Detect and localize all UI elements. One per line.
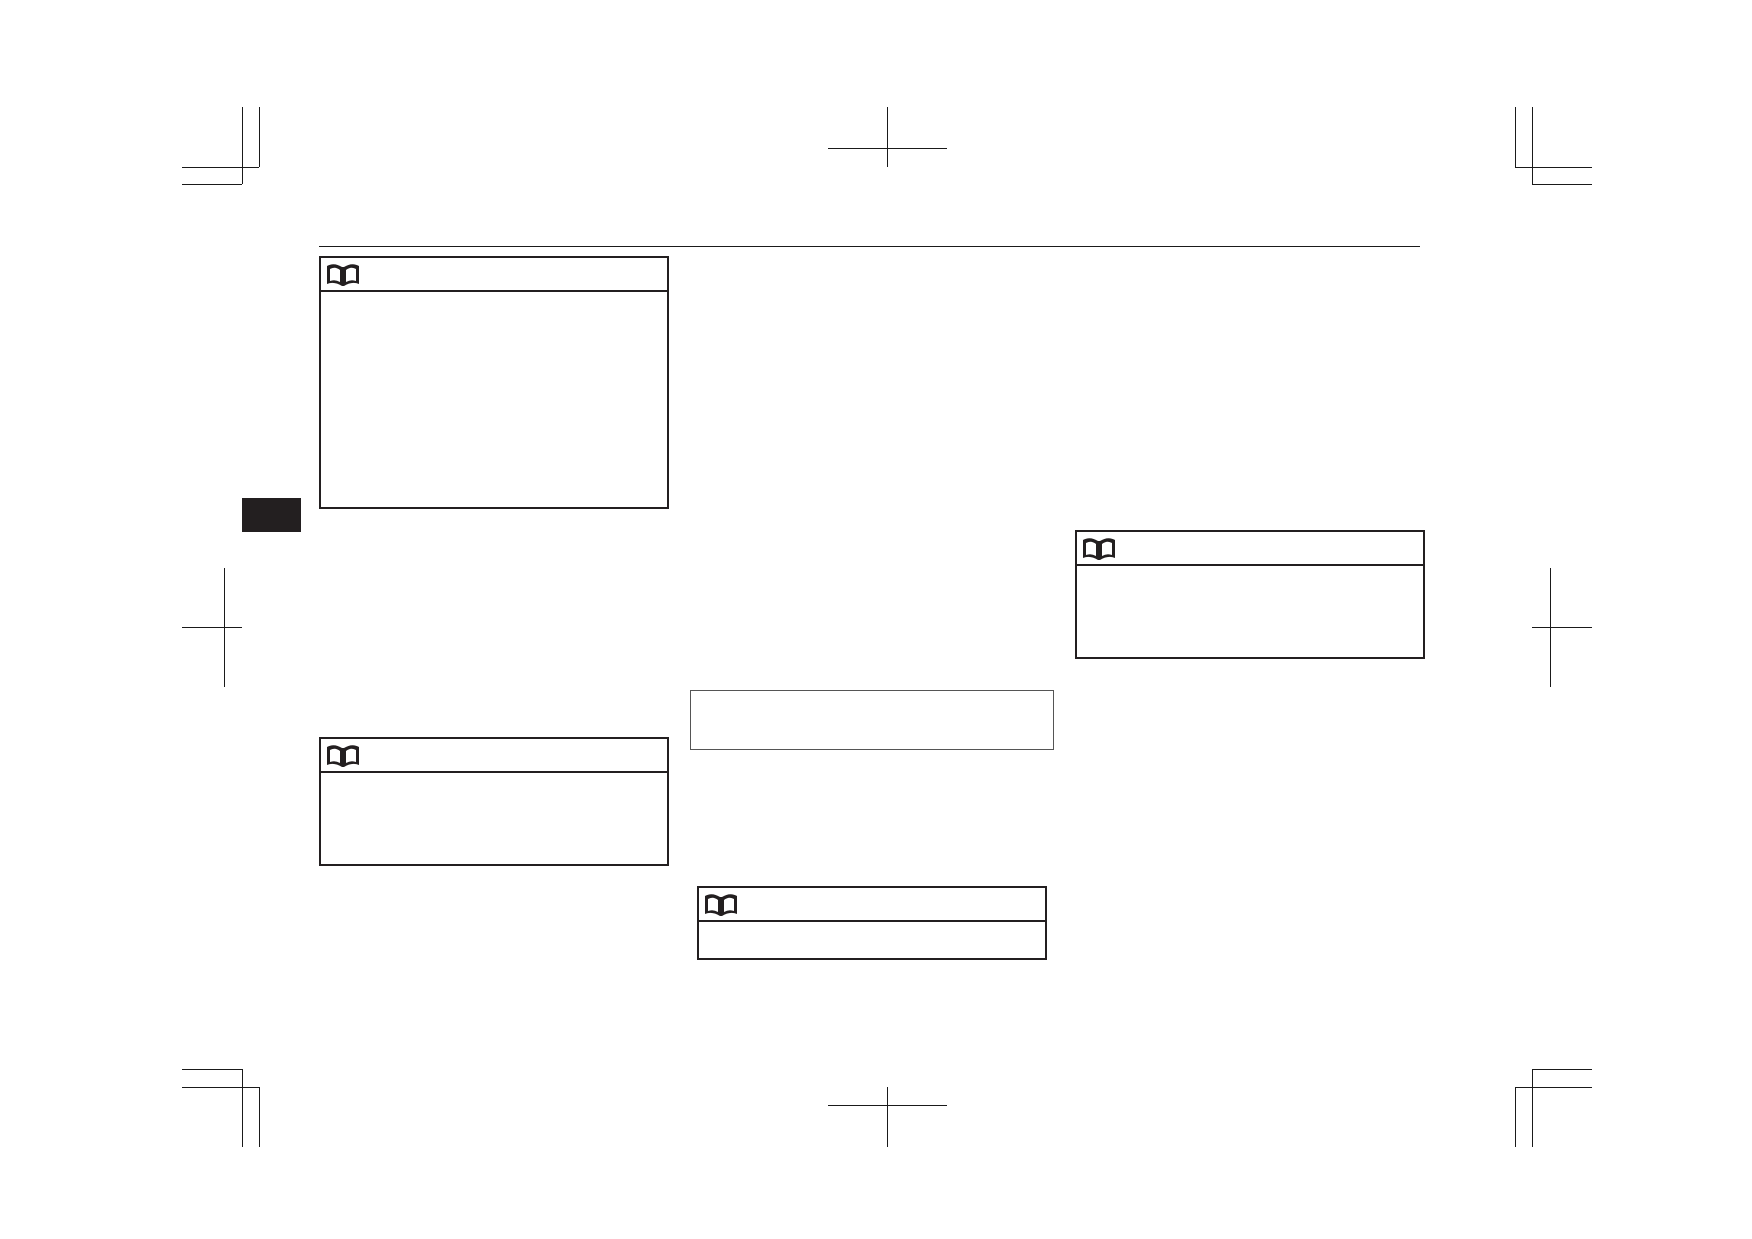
note-box: [1075, 530, 1425, 659]
registration-mark: [828, 1105, 947, 1106]
crop-mark: [1515, 167, 1592, 168]
crop-mark: [1532, 184, 1592, 185]
note-body: [321, 773, 667, 864]
crop-mark: [182, 1087, 259, 1088]
open-book-note-icon: [327, 745, 359, 767]
crop-mark: [242, 1069, 243, 1147]
registration-mark: [887, 107, 888, 167]
registration-mark: [828, 148, 947, 149]
note-box: [319, 256, 669, 509]
registration-mark: [1532, 627, 1592, 628]
crop-mark: [1532, 1069, 1592, 1070]
open-book-note-icon: [327, 264, 359, 286]
note-header: [321, 739, 667, 773]
crop-mark: [182, 184, 242, 185]
crop-mark: [1532, 1069, 1533, 1147]
note-box: [697, 886, 1047, 960]
crop-mark: [182, 1069, 242, 1070]
note-body: [699, 922, 1045, 958]
registration-mark: [887, 1087, 888, 1147]
crop-mark: [259, 1087, 260, 1147]
crop-mark: [1515, 107, 1516, 167]
note-header: [1077, 532, 1423, 566]
crop-mark: [1515, 1087, 1516, 1147]
note-body: [1077, 566, 1423, 657]
note-header: [321, 258, 667, 292]
note-header: [699, 888, 1045, 922]
note-box: [319, 737, 669, 866]
crop-mark: [1532, 107, 1533, 184]
caution-box: [690, 690, 1054, 750]
crop-mark: [1515, 1087, 1592, 1088]
header-rule: [319, 246, 1420, 247]
open-book-note-icon: [1083, 538, 1115, 560]
open-book-note-icon: [705, 894, 737, 916]
crop-mark: [259, 107, 260, 167]
crop-mark: [182, 167, 259, 168]
section-tab: [242, 498, 301, 532]
crop-mark: [242, 107, 243, 184]
note-body: [321, 292, 667, 507]
registration-mark: [182, 627, 242, 628]
